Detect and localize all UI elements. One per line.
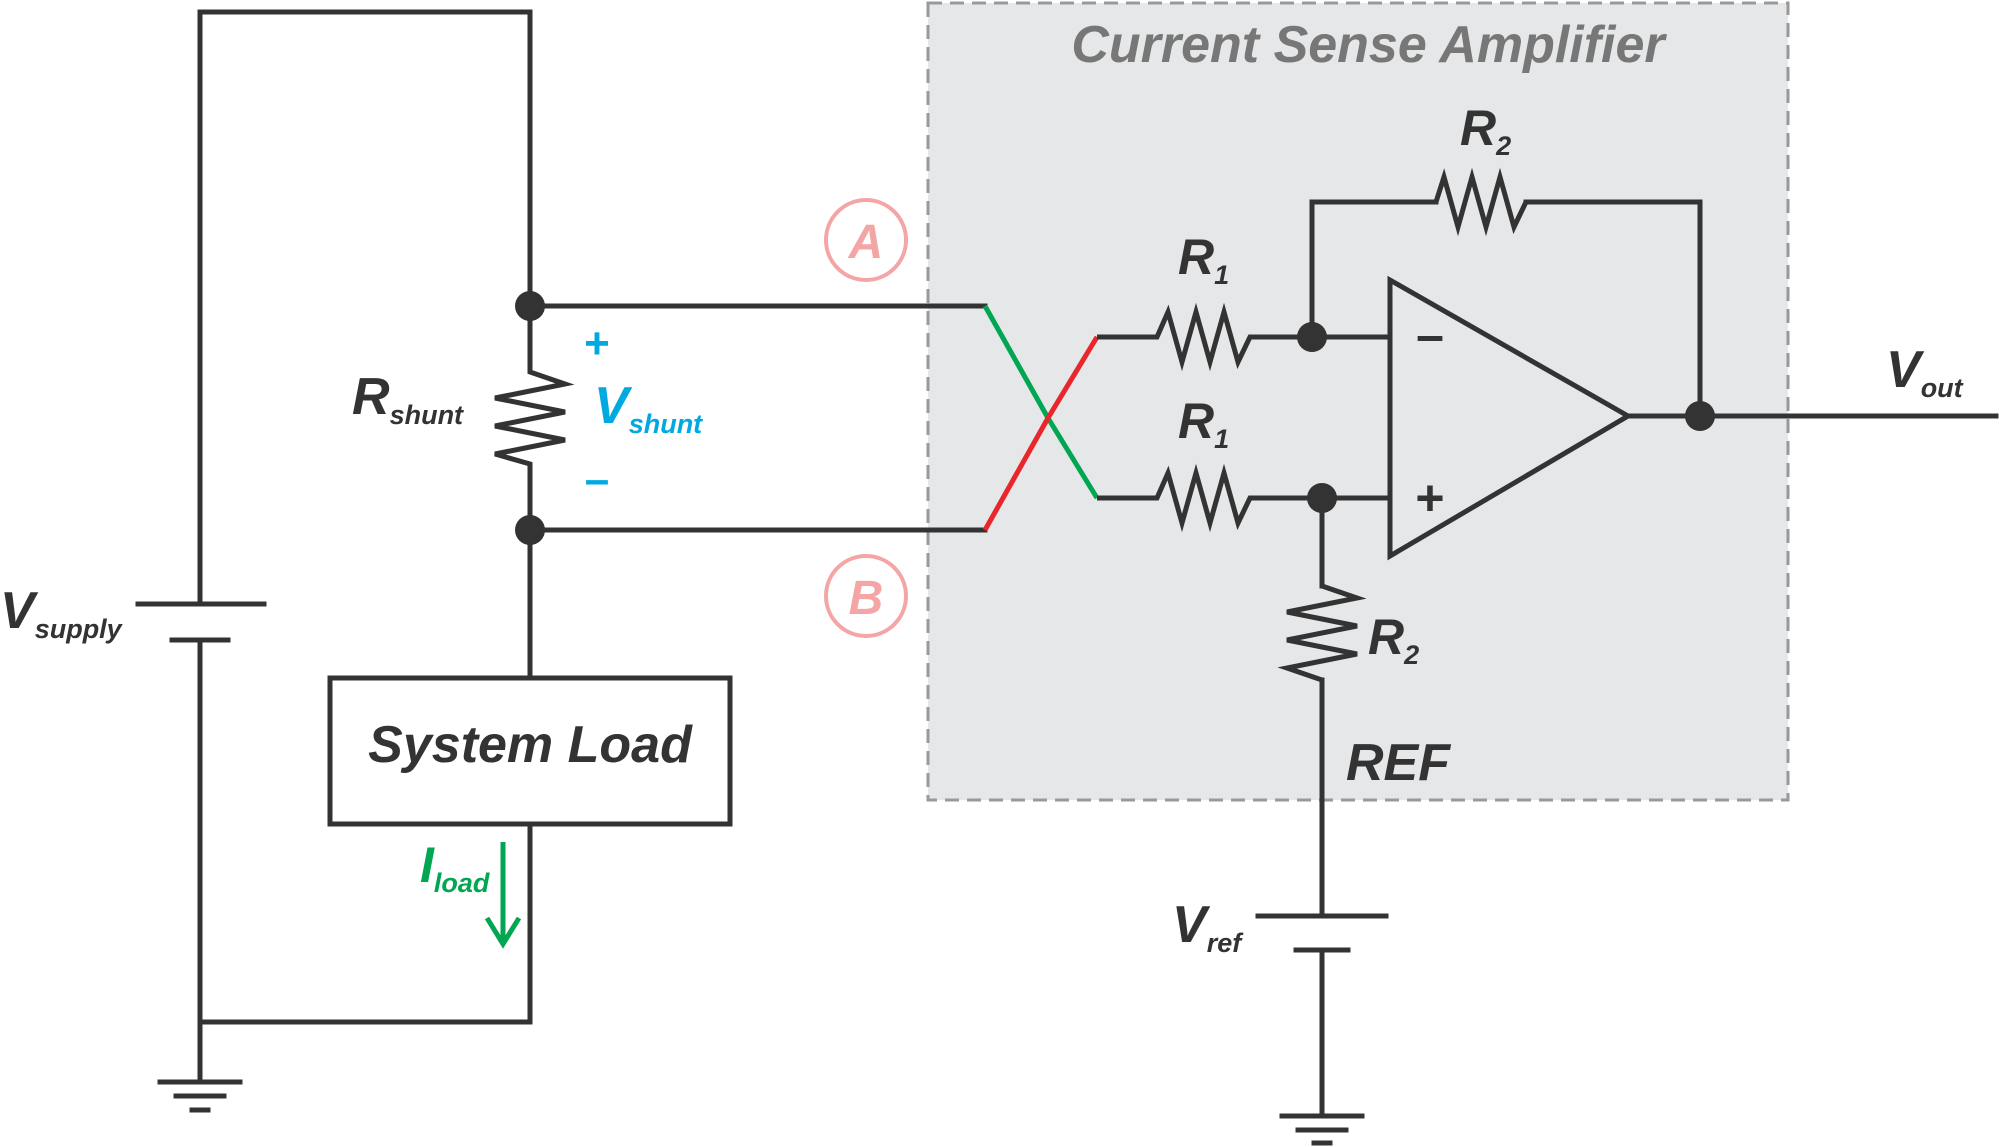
r2-top-sub: 2 [1495,131,1511,161]
node-b-marker: B [824,554,908,638]
v-out-main: V [1886,341,1925,399]
feedback-right-wire [1523,199,1703,419]
opamp-triangle [1387,275,1633,561]
r2-bottom-resistor [1277,583,1367,683]
v-supply-sub: supply [35,614,124,644]
r1-bottom-resistor [1097,463,1322,533]
i-load-label: Iload [420,837,490,898]
v-out-sub: out [1921,373,1964,403]
r1-top-label: R1 [1178,229,1229,290]
v-shunt-plus: + [584,319,610,368]
v-shunt-minus: – [585,455,609,504]
node-b-label: B [849,572,884,625]
r2-bottom-main: R [1368,609,1404,665]
v-shunt-main: V [594,377,633,435]
supply-ground-icon [157,1079,243,1113]
r1-bottom-sub: 1 [1214,424,1229,454]
v-ref-main: V [1172,896,1211,954]
opamp-plus-label: + [1415,470,1444,526]
i-load-sub: load [434,868,490,898]
node-dot-output [1685,401,1715,431]
r2-top-main: R [1460,100,1496,156]
ref-ground-icon [1279,1113,1365,1146]
r-shunt-label: Rshunt [352,368,464,430]
i-load-main: I [420,837,435,893]
v-out-label: Vout [1886,341,1964,403]
node-dot-inverting [1297,322,1327,352]
crossed-wire-green-lower [1045,416,1100,500]
shunt-resistor [494,362,575,474]
opamp-minus-label: – [1416,307,1444,363]
r2-top-resistor [1433,167,1529,237]
amplifier-enclosure [926,1,1790,802]
system-load-label: System Load [368,716,693,774]
v-supply-main: V [0,582,39,640]
supply-loop-wire [197,9,533,607]
v-ref-label: Vref [1172,896,1244,958]
r2-top-label: R2 [1460,100,1511,161]
node-a-marker: A [824,198,908,282]
v-shunt-label: Vshunt [594,377,703,439]
r1-top-resistor [1097,302,1312,372]
r1-top-sub: 1 [1214,260,1229,290]
r1-bottom-main: R [1178,393,1214,449]
v-supply-label: Vsupply [0,582,124,644]
v-ref-sub: ref [1207,928,1245,958]
ref-label: REF [1346,734,1451,792]
crossed-wire-green-upper [982,304,1051,420]
node-a-label: A [848,216,884,269]
v-shunt-sub: shunt [629,409,703,439]
load-return-wire [197,637,533,1025]
r-shunt-main: R [352,368,390,426]
r1-bottom-label: R1 [1178,393,1229,454]
r2-bottom-label: R2 [1368,609,1419,670]
crossed-wire-red-upper [1045,335,1100,420]
amplifier-title: Current Sense Amplifier [1071,16,1667,74]
r-shunt-sub: shunt [390,400,464,430]
feedback-left-wire [1309,199,1439,340]
r2-bottom-sub: 2 [1403,640,1419,670]
crossed-wire-red-lower [982,416,1051,532]
load-current-arrow-icon [484,842,522,949]
r1-top-main: R [1178,229,1214,285]
